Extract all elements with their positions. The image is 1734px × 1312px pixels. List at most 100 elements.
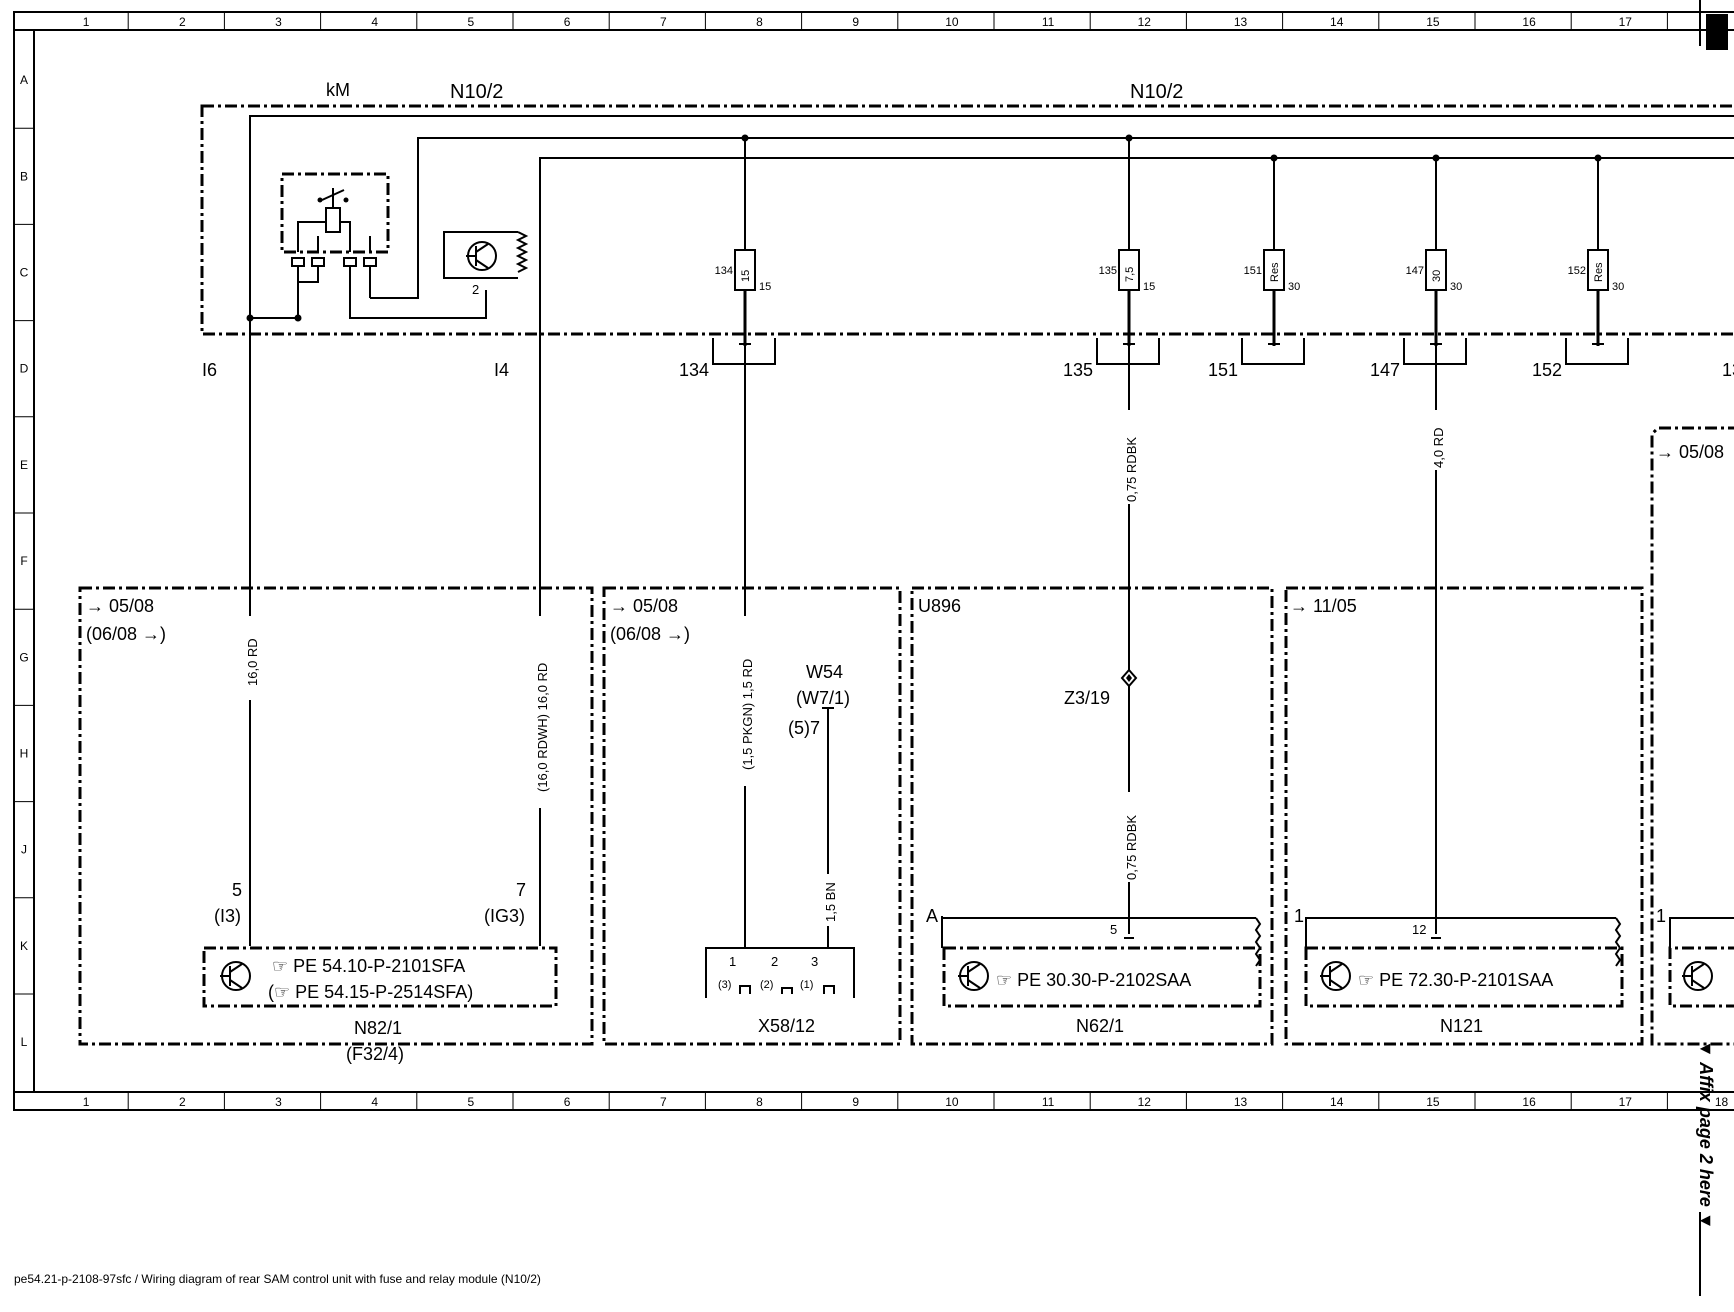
grid-row-letter: F <box>20 554 27 568</box>
i4-label: I4 <box>494 360 509 380</box>
w54-pin: (5)7 <box>788 718 820 738</box>
grid-column-number: 10 <box>945 15 959 29</box>
fuse-number: 151 <box>1244 265 1262 277</box>
n121-module <box>1304 946 1624 1008</box>
control-module-small: 2 <box>443 231 529 297</box>
x58-from: → 05/08 <box>610 596 678 616</box>
box-n62-1: U896 A 5 ☞ PE 30.30-P-2102SAA N62/1 <box>910 586 1274 1046</box>
transistor-icon <box>958 961 989 991</box>
grid-row-letter: D <box>20 362 29 376</box>
grid-column-number: 1 <box>83 15 90 29</box>
grid-row-letter: A <box>20 73 28 87</box>
grid-row-letter: J <box>21 843 27 857</box>
relay-boundary <box>280 172 390 254</box>
n62-ref[interactable]: ☞ PE 30.30-P-2102SAA <box>996 970 1191 990</box>
n82-pin5: 5 <box>232 880 242 900</box>
x58-connector <box>705 947 855 998</box>
n121-name: N121 <box>1440 1016 1483 1036</box>
n10-2-label-center: N10/2 <box>1130 81 1183 103</box>
n121-ref[interactable]: ☞ PE 72.30-P-2101SAA <box>1358 970 1553 990</box>
n121-pin: 12 <box>1412 922 1426 937</box>
partial-from: → 05/08 <box>1656 442 1724 462</box>
busbar-1 <box>249 115 1734 318</box>
grid-column-number: 8 <box>756 1095 763 1109</box>
grid-column-number: 18 <box>1715 15 1729 29</box>
fuse-group: 15134151347,513515135Res1513015130147301… <box>679 138 1629 380</box>
w54-alt: (W7/1) <box>796 688 850 708</box>
grid-column-number: 16 <box>1522 1095 1536 1109</box>
x58-pin-1: 1 <box>729 954 736 969</box>
wire-label-16rdwh: (16,0 RDWH) 16,0 RD <box>535 663 550 792</box>
grid-column-number: 11 <box>1042 15 1055 29</box>
n82-pin7-alt: (IG3) <box>484 906 525 926</box>
grid-row-letter: L <box>21 1035 28 1049</box>
wire-label-075rdbk-top: 0,75 RDBK <box>1124 437 1139 502</box>
transistor-icon <box>1682 961 1713 991</box>
grid-column-number: 2 <box>179 1095 186 1109</box>
affix-note: ▼ Affix page 2 here ▼ <box>1696 1040 1716 1230</box>
grid-column-number: 8 <box>756 15 763 29</box>
grid-row-letter: H <box>20 747 29 761</box>
n82-ref-1[interactable]: ☞ PE 54.10-P-2101SFA <box>272 956 465 976</box>
n82-ref-2[interactable]: (☞ PE 54.15-P-2514SFA) <box>268 982 473 1002</box>
n82-until: (06/08 →) <box>86 624 166 644</box>
x58-pin-2-alt: (2) <box>760 979 773 991</box>
grid-column-number: 12 <box>1138 15 1152 29</box>
relay-km <box>246 172 487 322</box>
x58-pin-1-alt: (3) <box>718 979 731 991</box>
grid-column-number: 7 <box>660 15 667 29</box>
grid-column-number: 2 <box>179 15 186 29</box>
grid-column-number: 11 <box>1042 1095 1055 1109</box>
frame <box>13 0 1734 1296</box>
relay-coil <box>325 207 341 233</box>
n82-module <box>202 946 558 1008</box>
n82-name: N82/1 <box>354 1018 402 1038</box>
grid-column-number: 1 <box>83 1095 90 1109</box>
connector-label: 147 <box>1370 360 1400 380</box>
fuse-rating: Res <box>1269 262 1281 282</box>
grid-column-number: 4 <box>371 15 378 29</box>
corner-mark <box>1706 14 1728 50</box>
i6-label: I6 <box>202 360 217 380</box>
grid-column-number: 9 <box>852 15 859 29</box>
x58-pin-3: 3 <box>811 954 818 969</box>
transistor-icon <box>220 961 251 991</box>
grid-column-number: 13 <box>1234 1095 1248 1109</box>
fuse-rating: 30 <box>1431 270 1443 282</box>
n62-title: U896 <box>918 596 961 616</box>
fuse-number: 135 <box>1099 265 1117 277</box>
connector-bracket <box>1241 338 1305 365</box>
n62-pin: 5 <box>1110 922 1117 937</box>
fuse-terminal: 15 <box>1143 281 1155 293</box>
grid-column-number: 10 <box>945 1095 959 1109</box>
fuse-rating: Res <box>1593 262 1605 282</box>
grid-row-letter: C <box>20 266 29 280</box>
relay-pin-2: 2 <box>472 282 479 297</box>
x58-pin-3-alt: (1) <box>800 979 813 991</box>
wire-label-15bn: 1,5 BN <box>823 882 838 922</box>
grid-column-number: 6 <box>564 1095 571 1109</box>
grid-column-number: 3 <box>275 15 282 29</box>
grid-column-number: 14 <box>1330 15 1344 29</box>
fuse-number: 152 <box>1568 265 1586 277</box>
wire-label-15pkgn: (1,5 PKGN) 1,5 RD <box>740 659 755 770</box>
fuse-terminal: 30 <box>1612 281 1624 293</box>
grid-column-number: 6 <box>564 15 571 29</box>
fuse-terminal: 30 <box>1288 281 1300 293</box>
connector-label: 134 <box>679 360 709 380</box>
n82-pin7: 7 <box>516 880 526 900</box>
grid-column-number: 15 <box>1426 15 1440 29</box>
box-n82-1: → 05/08 (06/08 →) 5 (I3) 7 (IG3) ☞ PE 54… <box>78 586 594 1064</box>
grid-column-number: 18 <box>1715 1095 1729 1109</box>
w54-label: W54 <box>806 662 843 682</box>
box-x58-12: → 05/08 (06/08 →) W54 (W7/1) (5)7 1 2 3 … <box>602 586 902 1046</box>
km-label: kM <box>326 80 350 100</box>
n82-pin5-alt: (I3) <box>214 906 241 926</box>
n62-module <box>942 946 1262 1008</box>
